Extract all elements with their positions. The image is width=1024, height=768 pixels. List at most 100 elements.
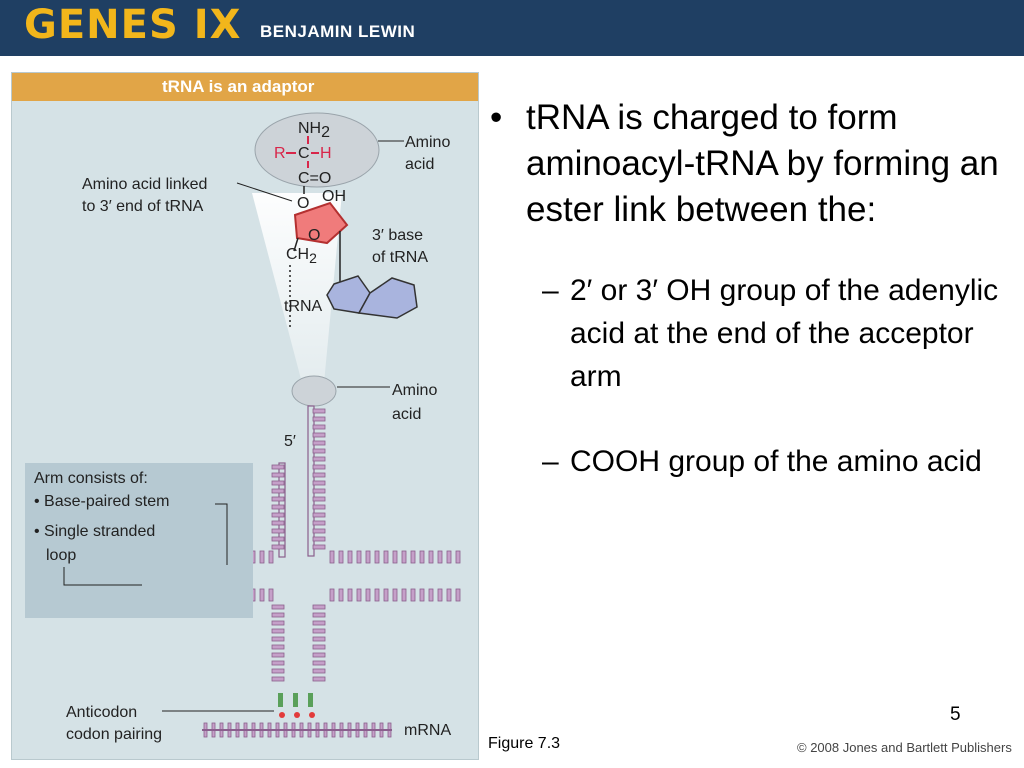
alpha-carbon: C [298,145,310,162]
base-pair-tick [271,636,285,642]
base-pair-tick [312,628,326,634]
figure-panel: tRNA is an adaptor NH2 R C H C=O O OH O … [11,72,479,760]
base-pair-tick [271,628,285,634]
mrna-label: mRNA [404,722,451,739]
base-pair-tick [268,588,274,602]
base-pair-tick [401,588,407,602]
oh-group: OH [322,188,346,205]
arm-box-item-loop: • Single stranded [34,523,155,540]
base-pair-tick [392,588,398,602]
nh2-label: NH2 [298,120,330,141]
base-pair-tick [271,676,285,682]
arm-box-item-stem: • Base-paired stem [34,493,169,510]
figure-label: Figure 7.3 [488,735,561,752]
base-pair-tick [312,528,326,534]
base-pair-tick [259,550,265,564]
base-pair-tick [312,636,326,642]
figure-title: tRNA is an adaptor [12,73,478,101]
carbonyl: C=O [298,170,331,187]
bullet-sub-oh: –2′ or 3′ OH group of the adenylic acid … [542,274,999,393]
base-pair-tick [312,480,326,486]
bullet-sub-cooh: –COOH group of the amino acid [542,445,982,478]
banner-title: GENES IX [24,2,242,48]
base-pair-tick [312,652,326,658]
base-pair-tick [428,550,434,564]
base-pair-tick [428,588,434,602]
base-pair-tick [312,660,326,666]
trna-diagram: NH2 R C H C=O O OH O CH2 tRNA Amino acid… [25,112,461,743]
base-pair-tick [271,472,285,478]
base-pair-tick [312,432,326,438]
base-pair-tick [410,550,416,564]
base-pair-tick [271,536,285,542]
base-pair-tick [312,496,326,502]
svg-text:to 3′ end of tRNA: to 3′ end of tRNA [82,198,204,215]
base-pair-tick [271,528,285,534]
base-pair-tick [329,550,335,564]
base-pair-tick [329,588,335,602]
base-pair-tick [419,550,425,564]
base-pair-tick [312,676,326,682]
amino-acid-label-mid: Amino [392,382,437,399]
base-pair-tick [271,488,285,494]
title-banner: GENES IX BENJAMIN LEWIN [0,0,1024,56]
pairing-dot [309,712,315,718]
base-pair-tick [312,544,326,550]
base-pair-tick [392,550,398,564]
base-pair-tick [437,588,443,602]
base-pair-tick [437,550,443,564]
base-pair-tick [271,644,285,650]
ring-oxygen: O [308,227,320,244]
bullet-main: •tRNA is charged to form aminoacyl-tRNA … [490,98,999,229]
svg-text:loop: loop [46,547,76,564]
base-pair-tick [312,472,326,478]
ribose-ring [293,201,349,245]
base-pair-tick [271,612,285,618]
base-pair-tick [455,588,461,602]
copyright: © 2008 Jones and Bartlett Publishers [797,740,1012,755]
hydrogen: H [320,145,332,162]
base-pair-tick [312,448,326,454]
svg-text:of tRNA: of tRNA [372,249,428,266]
amino-acid-label-top: Amino [405,134,450,151]
base-label: 3′ base [372,227,423,244]
base-pair-tick [383,550,389,564]
pairing-dot [294,712,300,718]
base-pair-tick [312,668,326,674]
leader-line [215,503,228,565]
base-pair-tick [271,464,285,470]
base-pair-tick [271,496,285,502]
svg-text:codon pairing: codon pairing [66,726,162,743]
base-pair-tick [271,544,285,550]
base-pair-tick [312,408,326,414]
base-pair-tick [312,644,326,650]
base-pair-tick [446,588,452,602]
ester-oxygen: O [297,195,309,212]
base-pair-tick [347,588,353,602]
base-pair-tick [271,620,285,626]
base-pair-tick [374,550,380,564]
arm-info-box [25,463,253,618]
base-pair-tick [312,440,326,446]
page-number: 5 [950,704,961,725]
ch2-label: CH2 [286,246,317,266]
base-pair-tick [271,520,285,526]
base-pair-tick [338,588,344,602]
slide-bullets: •tRNA is charged to form aminoacyl-tRNA … [490,95,1015,483]
pairing-dot [279,712,285,718]
base-pair-tick [268,550,274,564]
base-pair-tick [312,456,326,462]
base-pair-tick [419,588,425,602]
base-ring-fused [357,277,418,319]
base-pair-tick [312,464,326,470]
anticodon-label: Anticodon [66,704,137,721]
base-pair-tick [312,416,326,422]
base-pair-tick [401,550,407,564]
bond [293,237,299,252]
base-pair-tick [410,588,416,602]
arm-box-title: Arm consists of: [34,470,148,487]
base-pair-tick [271,480,285,486]
base-pair-tick [312,604,326,610]
codon-base [308,693,313,707]
base-pair-tick [271,660,285,666]
